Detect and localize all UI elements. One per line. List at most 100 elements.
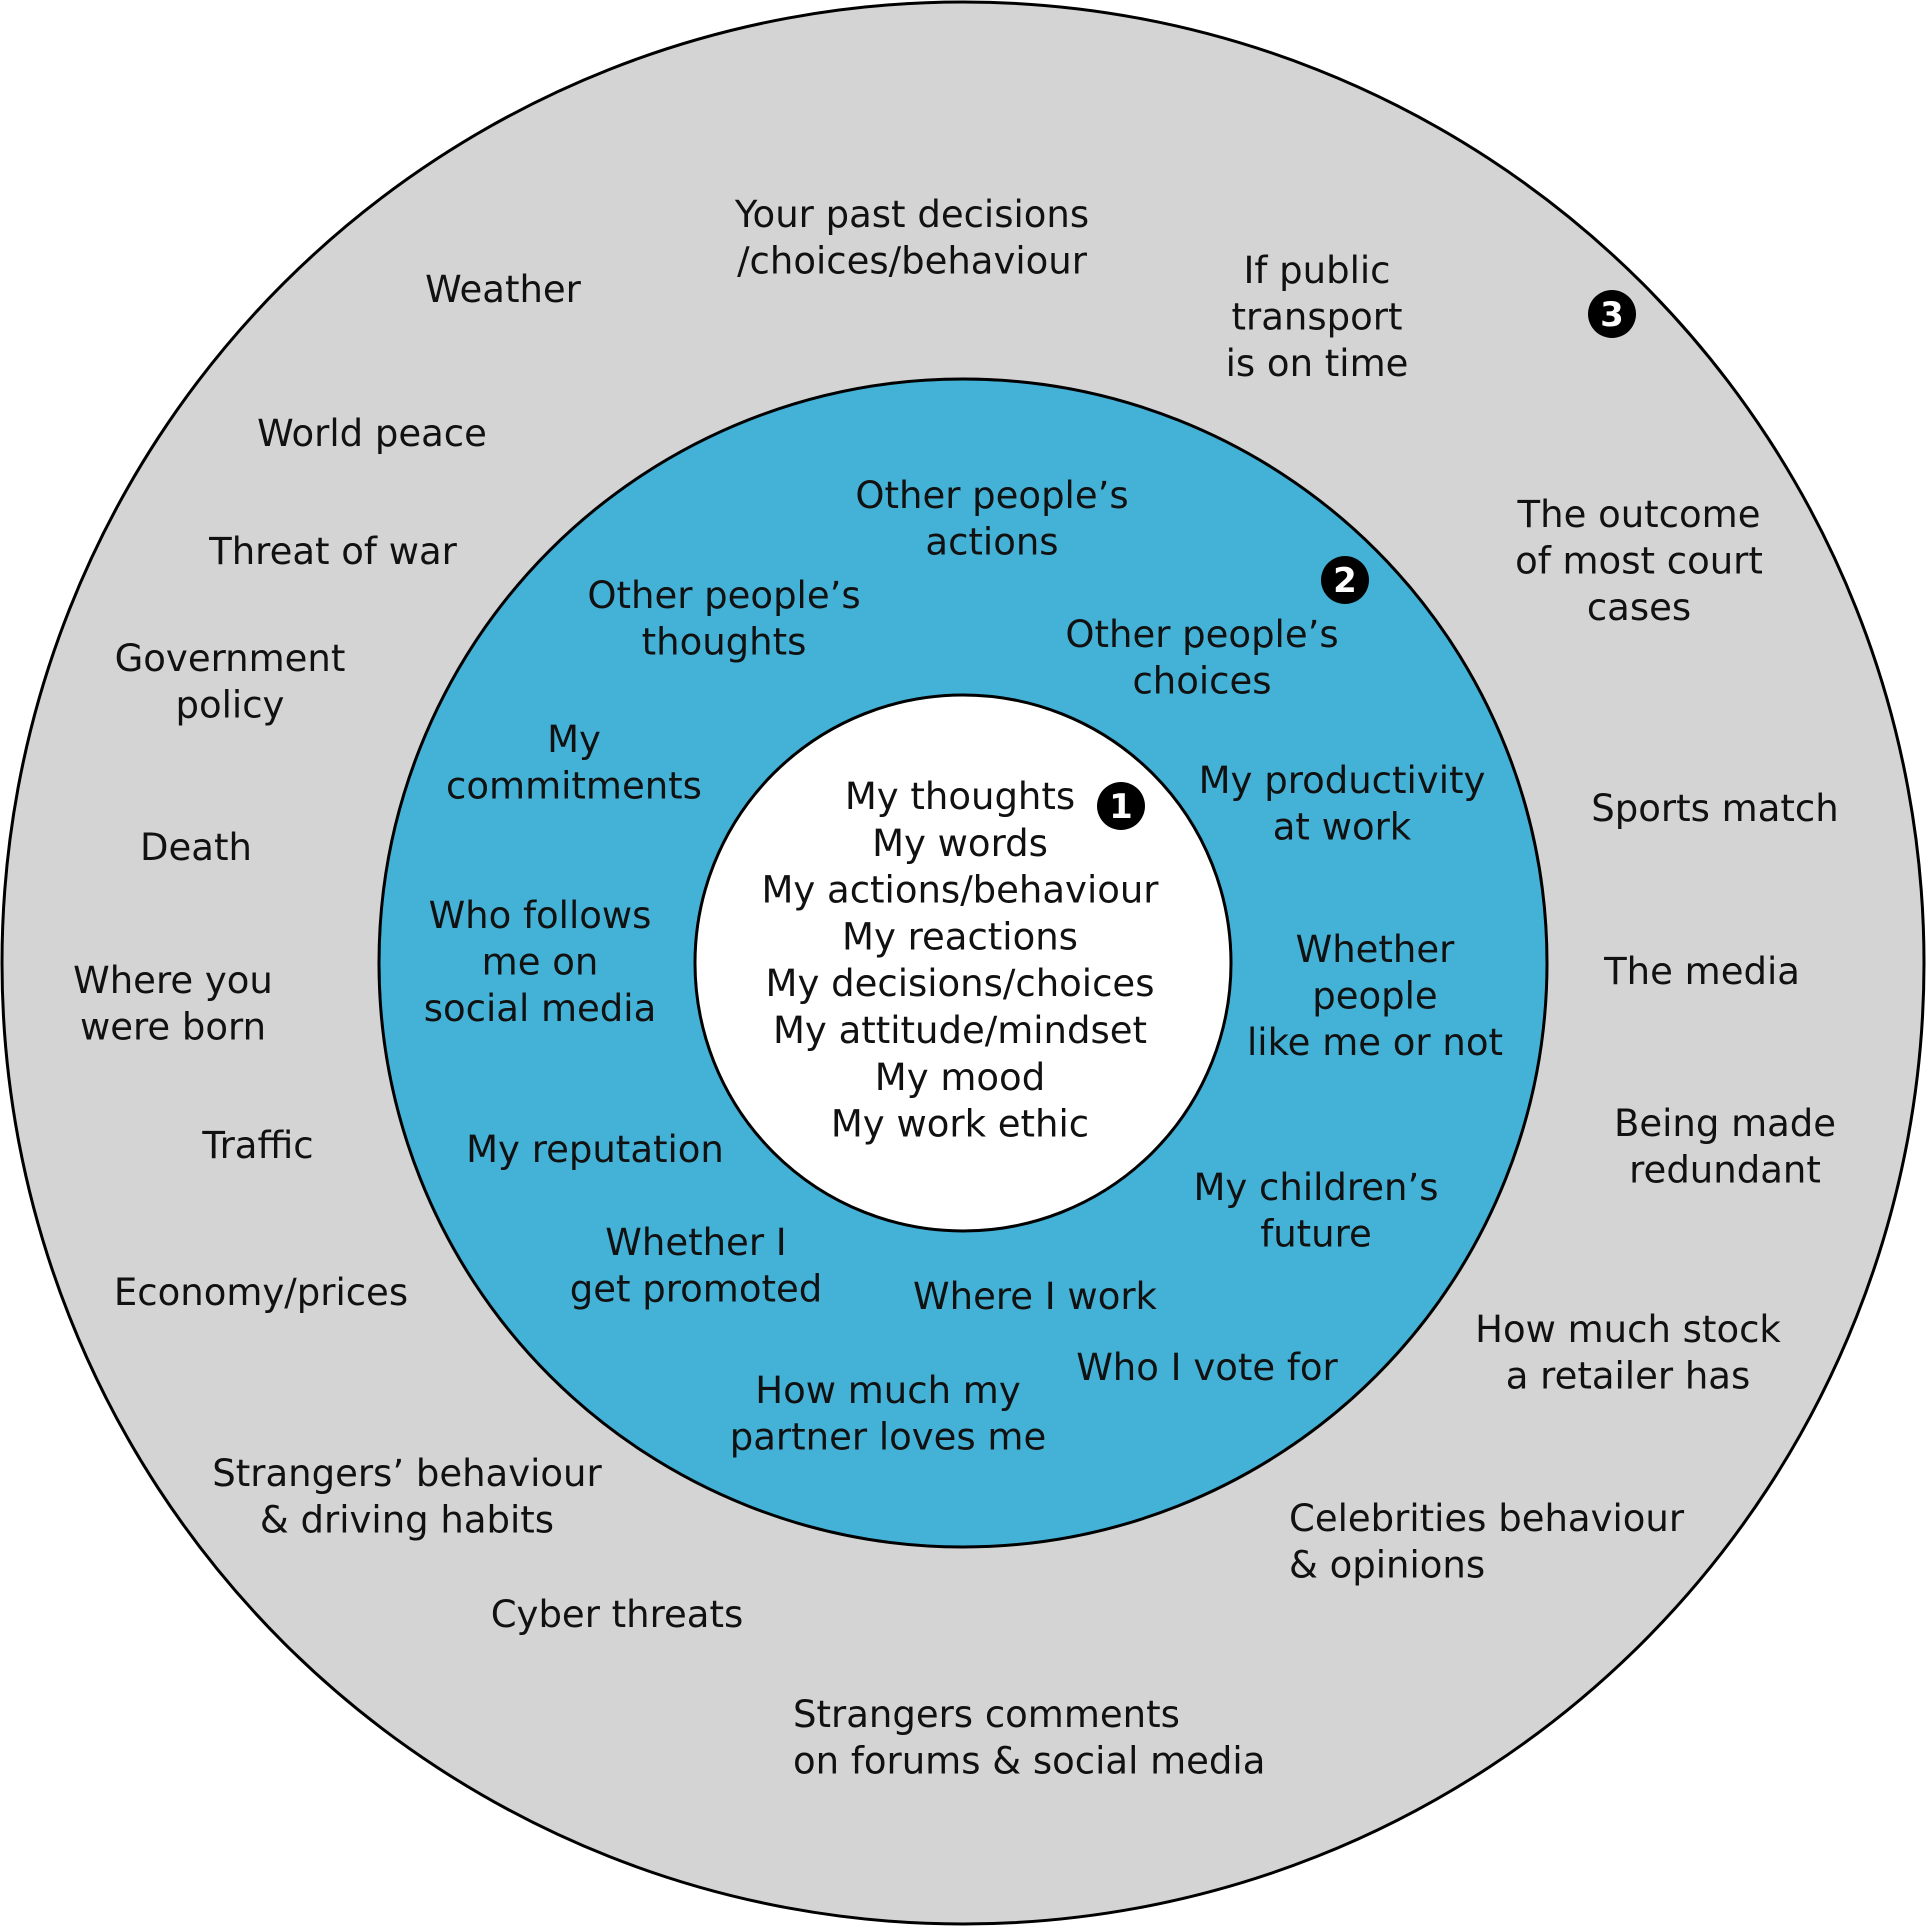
- outer-item-line: How much stock: [1475, 1308, 1781, 1351]
- outer-item-line: Sports match: [1591, 787, 1838, 830]
- outer-item-line: Economy/prices: [114, 1271, 408, 1314]
- badge-1-disc: [1097, 782, 1145, 830]
- outer-item-line: redundant: [1629, 1149, 1821, 1192]
- badge-3-disc: [1588, 290, 1636, 338]
- outer-item-line: Government: [115, 637, 346, 680]
- middle-item: My reputation: [466, 1128, 724, 1171]
- middle-item: Where I work: [913, 1275, 1158, 1318]
- outer-item-line: Where you: [73, 959, 273, 1002]
- badge-2: 2: [1321, 556, 1369, 604]
- outer-item-line: on forums & social media: [793, 1740, 1265, 1783]
- outer-item: Celebrities behaviour& opinions: [1289, 1497, 1685, 1587]
- outer-item-line: & opinions: [1289, 1544, 1485, 1587]
- outer-item: The media: [1603, 950, 1800, 993]
- badge-1-number: 1: [1109, 787, 1133, 827]
- middle-item-line: Other people’s: [587, 574, 860, 617]
- outer-item-line: were born: [80, 1006, 266, 1049]
- outer-item-line: Weather: [425, 268, 582, 311]
- outer-item-line: Strangers comments: [793, 1693, 1180, 1736]
- outer-item-line: & driving habits: [260, 1499, 554, 1542]
- outer-item: Traffic: [201, 1124, 313, 1167]
- middle-item-line: Other people’s: [1065, 613, 1338, 656]
- middle-item: Who I vote for: [1076, 1346, 1338, 1389]
- inner-item: My decisions/choices: [766, 962, 1155, 1005]
- outer-item-line: Celebrities behaviour: [1289, 1497, 1685, 1540]
- middle-item-line: Who I vote for: [1076, 1346, 1338, 1389]
- outer-item-line: Traffic: [201, 1124, 313, 1167]
- inner-item: My actions/behaviour: [761, 869, 1159, 912]
- middle-item-line: social media: [424, 987, 657, 1030]
- outer-item-line: Your past decisions: [734, 193, 1089, 236]
- middle-item-line: like me or not: [1247, 1021, 1503, 1064]
- outer-item-line: is on time: [1226, 342, 1409, 385]
- middle-item-line: people: [1312, 975, 1437, 1018]
- inner-item: My attitude/mindset: [773, 1009, 1147, 1052]
- outer-item: Your past decisions/choices/behaviour: [734, 193, 1089, 283]
- middle-item-line: choices: [1132, 660, 1271, 703]
- badge-3-number: 3: [1600, 295, 1624, 335]
- outer-item-line: Death: [140, 826, 252, 869]
- badge-3: 3: [1588, 290, 1636, 338]
- middle-item-line: My children’s: [1193, 1166, 1438, 1209]
- outer-item-line: The outcome: [1517, 493, 1761, 536]
- outer-item-line: World peace: [257, 412, 487, 455]
- middle-item-line: My reputation: [466, 1128, 724, 1171]
- middle-item-line: commitments: [446, 765, 702, 808]
- outer-item-line: policy: [176, 684, 285, 727]
- inner-circle-control: [693, 693, 1233, 1233]
- outer-item: Strangers’ behaviour& driving habits: [212, 1452, 602, 1542]
- outer-item-line: of most court: [1515, 540, 1763, 583]
- outer-item: Cyber threats: [491, 1593, 744, 1636]
- middle-item-line: at work: [1273, 806, 1412, 849]
- outer-item-line: transport: [1232, 296, 1403, 339]
- outer-item: Threat of war: [208, 530, 458, 573]
- middle-item-line: How much my: [755, 1369, 1020, 1412]
- inner-item: My reactions: [842, 915, 1078, 958]
- middle-item-line: My productivity: [1199, 759, 1486, 802]
- middle-item-line: Whether I: [605, 1221, 786, 1264]
- outer-item-line: Cyber threats: [491, 1593, 744, 1636]
- outer-item: World peace: [257, 412, 487, 455]
- inner-item: My words: [872, 822, 1048, 865]
- outer-item: Sports match: [1591, 787, 1838, 830]
- outer-item-line: Being made: [1614, 1102, 1836, 1145]
- middle-item-line: My: [547, 718, 601, 761]
- middle-item-line: thoughts: [642, 621, 807, 664]
- middle-item-line: Where I work: [913, 1275, 1158, 1318]
- middle-item-line: Other people’s: [855, 474, 1128, 517]
- outer-item: Death: [140, 826, 252, 869]
- inner-item: My thoughts: [845, 775, 1075, 818]
- outer-item-line: a retailer has: [1506, 1355, 1750, 1398]
- outer-item-line: Strangers’ behaviour: [212, 1452, 602, 1495]
- badge-2-disc: [1321, 556, 1369, 604]
- middle-item-line: me on: [482, 941, 599, 984]
- outer-item: Weather: [425, 268, 582, 311]
- outer-item-line: /choices/behaviour: [737, 240, 1088, 283]
- middle-item-line: Who follows: [429, 894, 652, 937]
- inner-item: My mood: [875, 1056, 1045, 1099]
- outer-item-line: cases: [1587, 586, 1691, 629]
- middle-item-line: partner loves me: [730, 1416, 1047, 1459]
- middle-item-line: future: [1260, 1213, 1372, 1256]
- badge-2-number: 2: [1333, 561, 1357, 601]
- outer-item: Economy/prices: [114, 1271, 408, 1314]
